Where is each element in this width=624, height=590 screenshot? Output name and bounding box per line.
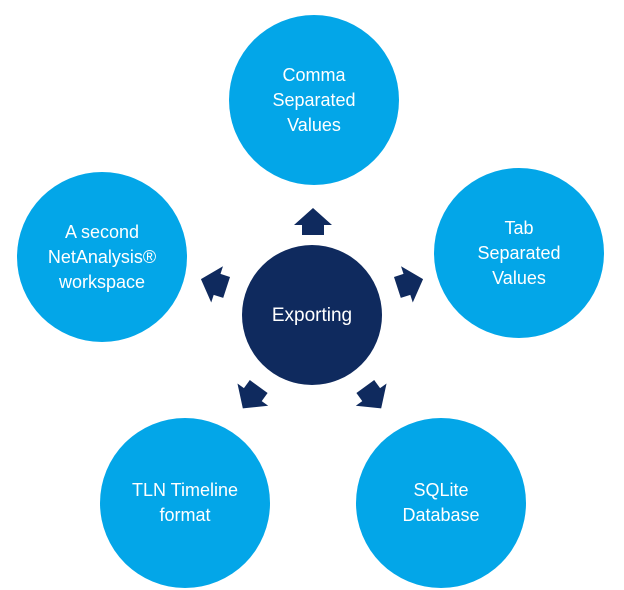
arrow-up-icon (294, 208, 332, 235)
center-label: Exporting (271, 304, 353, 326)
center-node-exporting: Exporting (242, 245, 382, 385)
node-label: A second NetAnalysis® workspace (47, 221, 157, 292)
node-label: TLN Timeline format (131, 480, 239, 525)
node-label: Tab Separated Values (477, 217, 561, 288)
node-tab-separated-values: Tab Separated Values (434, 168, 604, 338)
node-label: SQLite Database (402, 480, 480, 525)
node-sqlite-database: SQLite Database (356, 418, 526, 588)
arrow-left-icon (200, 266, 231, 303)
arrow-bottom-left-icon (237, 380, 269, 409)
node-tln-timeline-format: TLN Timeline format (100, 418, 270, 588)
arrow-bottom-right-icon (355, 380, 387, 409)
node-second-workspace: A second NetAnalysis® workspace (17, 172, 187, 342)
arrow-right-icon (393, 266, 424, 303)
node-comma-separated-values: Comma Separated Values (229, 15, 399, 185)
node-label: Comma Separated Values (272, 64, 356, 135)
